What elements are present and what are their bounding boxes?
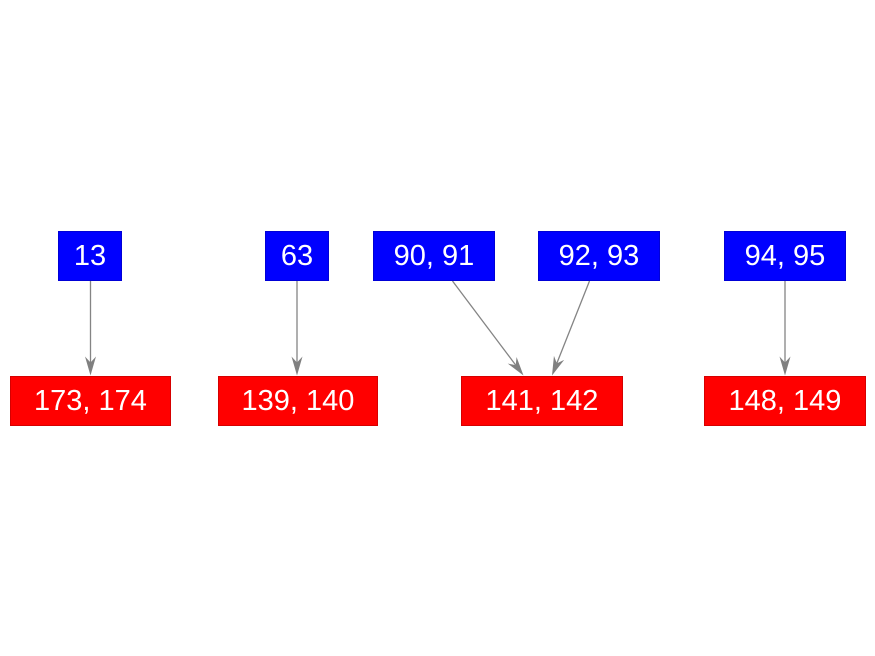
arrowhead-icon — [779, 356, 791, 376]
edge-63-to-139-140 — [291, 281, 303, 376]
node-141-142[interactable]: 141, 142 — [461, 376, 623, 426]
node-173-174[interactable]: 173, 174 — [10, 376, 171, 426]
node-13[interactable]: 13 — [58, 231, 122, 281]
node-92-93[interactable]: 92, 93 — [538, 231, 660, 281]
edge-92-93-to-141-142 — [552, 280, 591, 376]
edge-94-95-to-148-149 — [779, 281, 791, 376]
node-139-140[interactable]: 139, 140 — [218, 376, 378, 426]
node-94-95[interactable]: 94, 95 — [724, 231, 846, 281]
edge-90-91-to-141-142 — [451, 280, 524, 376]
edge-13-to-173-174 — [85, 281, 96, 376]
arrowhead-icon — [85, 356, 96, 376]
arrowhead-icon — [291, 356, 303, 376]
node-63[interactable]: 63 — [265, 231, 329, 281]
node-148-149[interactable]: 148, 149 — [704, 376, 866, 426]
node-90-91[interactable]: 90, 91 — [373, 231, 495, 281]
arrowhead-icon — [552, 355, 565, 376]
